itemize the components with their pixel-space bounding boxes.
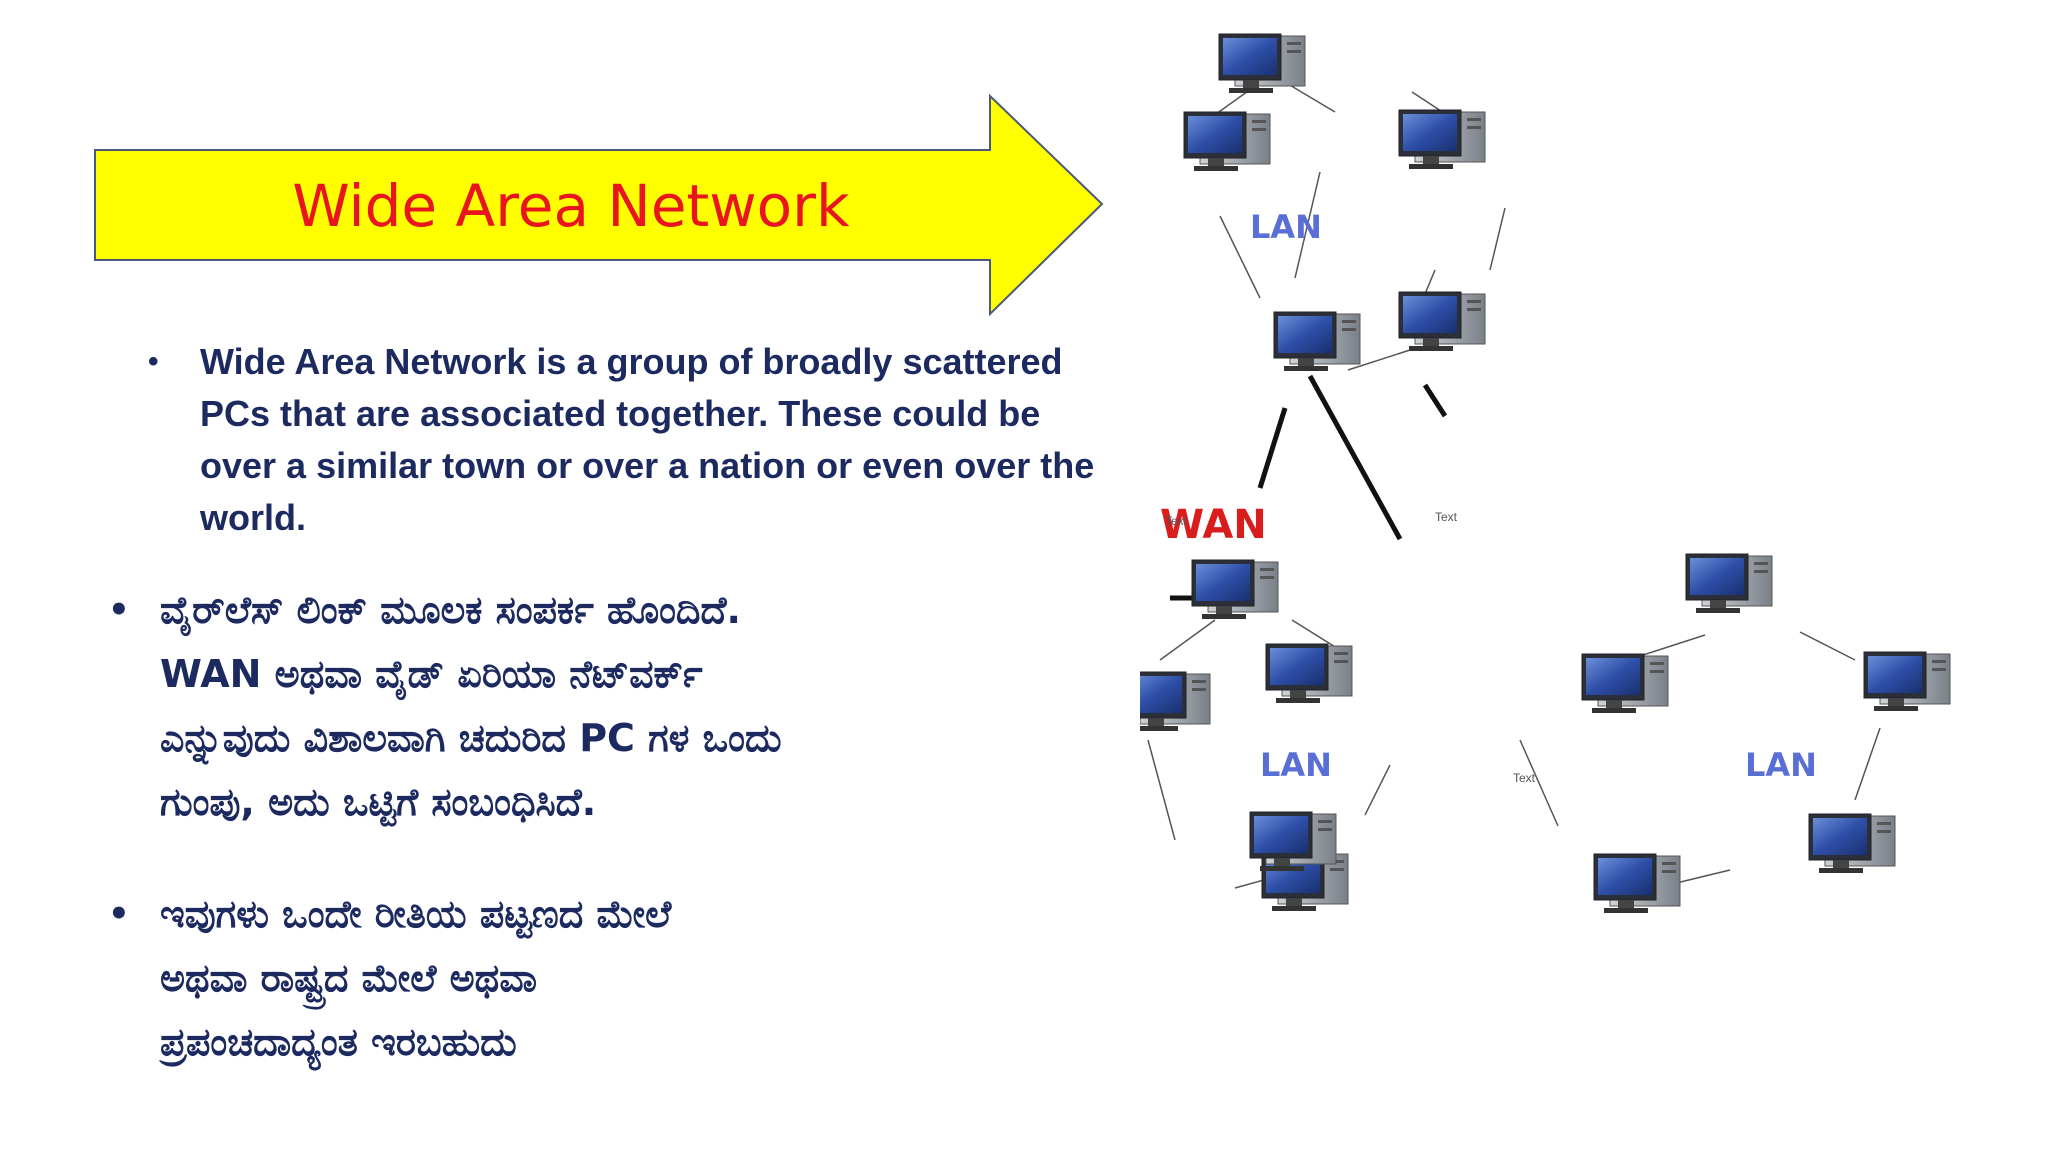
english-bullet: • Wide Area Network is a group of broadl…: [148, 336, 1108, 544]
link-text-left: Text: [1165, 514, 1188, 528]
lan-label-right: LAN: [1745, 746, 1817, 784]
lan-label-top: LAN: [1250, 208, 1322, 246]
wan-network-diagram: LAN WAN LAN LAN Text Text Text: [1140, 33, 1951, 914]
computer-icon: [1183, 111, 1271, 172]
lan-label-left: LAN: [1260, 746, 1332, 784]
computer-icon: [1593, 853, 1681, 914]
wan-label: WAN: [1160, 502, 1267, 548]
link-text-bottom: Text: [1513, 771, 1536, 785]
computer-icon: [1265, 643, 1353, 704]
kannada-bullet-text: ವೈರ್‌ಲೆಸ್ ಲಿಂಕ್ ಮೂಲಕ ಸಂಪರ್ಕ ಹೊಂದಿದೆ. WAN…: [160, 588, 782, 824]
computer-icon: [1808, 813, 1896, 874]
english-bullet-list: • Wide Area Network is a group of broadl…: [148, 336, 1108, 544]
kannada-bullet: • ವೈರ್‌ಲೆಸ್ ಲಿಂಕ್ ಮೂಲಕ ಸಂಪರ್ಕ ಹೊಂದಿದೆ. W…: [108, 578, 1088, 834]
computer-icon: [1273, 311, 1361, 372]
arrow-shape: [94, 93, 1104, 317]
slide-title: Wide Area Network: [292, 172, 850, 240]
link-text-right: Text: [1435, 510, 1458, 524]
computer-icon: [1218, 33, 1306, 94]
computer-icon: [1581, 653, 1669, 714]
computer-icon: [1140, 671, 1211, 732]
bullet-dot: •: [108, 894, 130, 934]
computer-icon: [1191, 559, 1279, 620]
title-arrow: [94, 93, 1104, 317]
kannada-bullet-list: • ವೈರ್‌ಲೆಸ್ ಲಿಂಕ್ ಮೂಲಕ ಸಂಪರ್ಕ ಹೊಂದಿದೆ. W…: [108, 578, 1088, 1122]
bullet-dot: •: [108, 590, 130, 630]
kannada-bullet: • ಇವುಗಳು ಒಂದೇ ರೀತಿಯ ಪಟ್ಟಣದ ಮೇಲೆ ಅಥವಾ ರಾಷ…: [108, 882, 1088, 1074]
bullet-dot: •: [148, 345, 159, 378]
computer-icon: [1398, 109, 1486, 170]
computer-icon: [1863, 651, 1951, 712]
computer-icon: [1685, 553, 1773, 614]
kannada-bullet-text: ಇವುಗಳು ಒಂದೇ ರೀತಿಯ ಪಟ್ಟಣದ ಮೇಲೆ ಅಥವಾ ರಾಷ್ಟ…: [160, 892, 672, 1064]
english-bullet-text: Wide Area Network is a group of broadly …: [200, 341, 1095, 538]
computer-icon: [1398, 291, 1486, 352]
